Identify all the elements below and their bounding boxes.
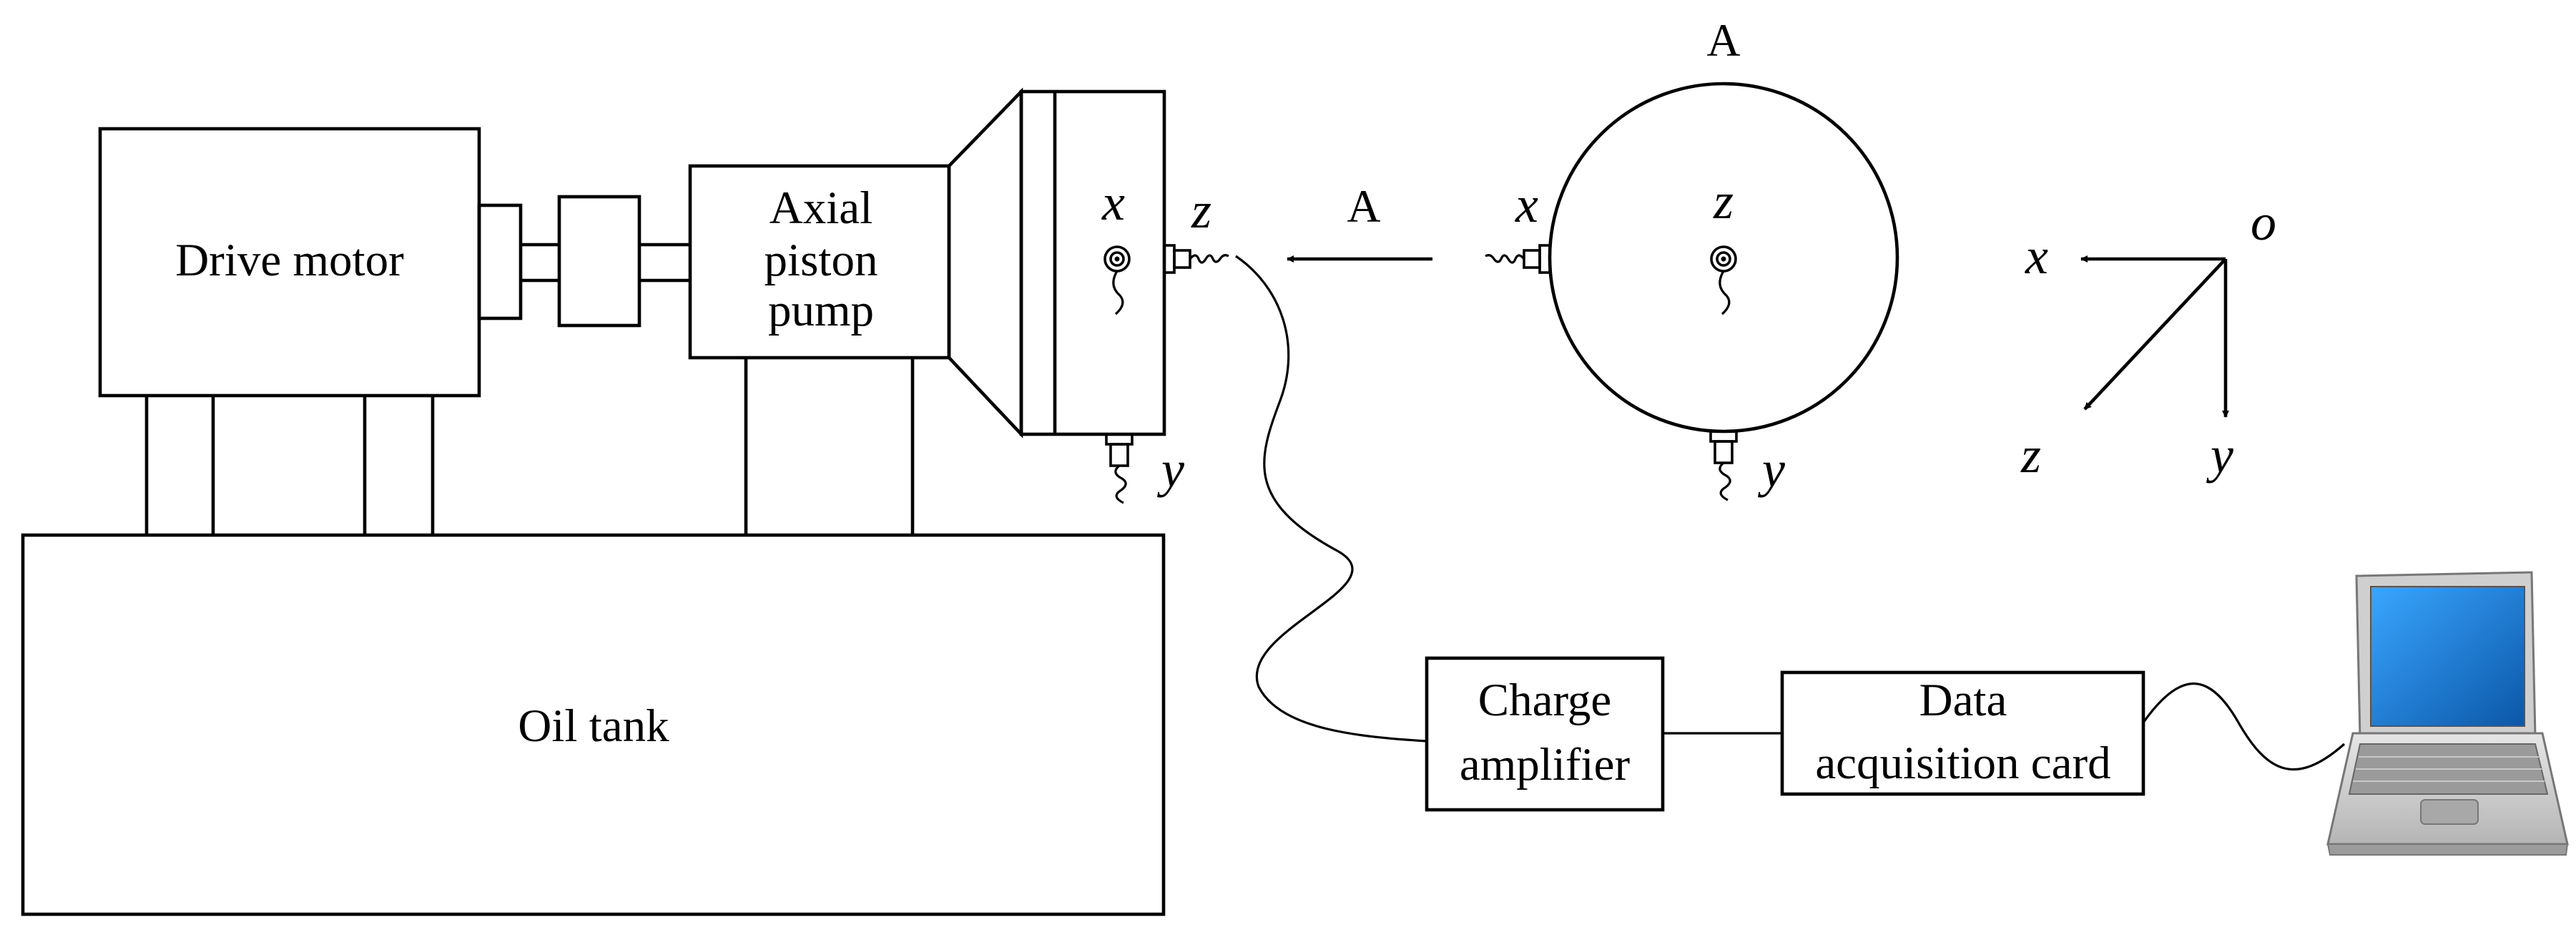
daq-line1: Data [1919, 675, 2007, 726]
pump-label-line1: Axial [770, 182, 872, 234]
frame-x-label: x [2025, 227, 2048, 285]
oil-tank: Oil tank [21, 533, 1166, 916]
view-axis-x-label: x [1515, 176, 1538, 233]
pump-end-cover [947, 87, 1166, 439]
pump-sensor-x [1103, 245, 1131, 315]
pump-sensor-z [1163, 244, 1229, 274]
frame-z-label: z [2020, 426, 2041, 484]
view-axis-z-label: z [1713, 172, 1734, 230]
charge-amplifier-line1: Charge [1478, 675, 1612, 726]
coordinate-frame: o x y z [2020, 194, 2276, 484]
pump-axis-x-label: x [1101, 174, 1125, 231]
charge-amplifier-line2: amplifier [1460, 739, 1631, 790]
frame-origin-label: o [2251, 194, 2276, 251]
shaft-coupling [477, 195, 690, 328]
view-sensor-y [1709, 430, 1738, 501]
pump-axis-y-label: y [1156, 441, 1184, 498]
view-axis-y-label: y [1757, 441, 1785, 498]
frame-y-label: y [2206, 426, 2233, 484]
laptop-screen [2370, 586, 2525, 727]
motor-supports [144, 396, 435, 535]
oil-tank-label: Oil tank [518, 700, 669, 752]
pump-axis-z-label: z [1191, 182, 1211, 239]
pump-sensor-y [1105, 433, 1134, 504]
view-arrow-label: A [1347, 181, 1381, 232]
pump-label-line3: pump [768, 285, 874, 336]
view-sensor-z [1710, 245, 1737, 315]
view-a-end-view: A z x y [1485, 15, 1899, 501]
daq-line2: acquisition card [1815, 738, 2110, 789]
view-title: A [1707, 15, 1741, 67]
drive-motor: Drive motor [98, 127, 481, 535]
sensor-cable [1235, 255, 1427, 743]
pump-supports [744, 358, 915, 535]
daq-to-laptop-cable [2142, 682, 2346, 771]
drive-motor-label: Drive motor [175, 235, 404, 286]
data-acquisition-card: Data acquisition card [1780, 670, 2145, 796]
laptop-icon [2326, 571, 2569, 856]
charge-amplifier: Charge amplifier [1425, 656, 1665, 812]
pump-label-line2: piston [765, 235, 878, 286]
view-sensor-x [1485, 244, 1551, 274]
axial-piston-pump: Axial piston pump [688, 164, 951, 535]
view-a-arrow: A [1287, 181, 1432, 263]
